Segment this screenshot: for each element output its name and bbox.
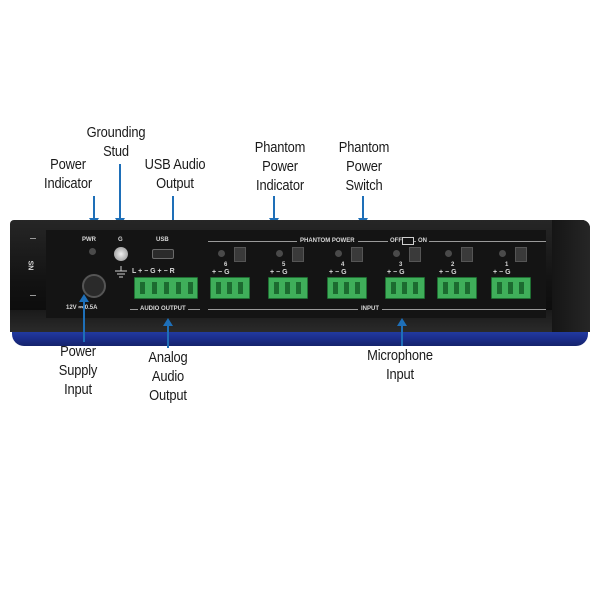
callout-phantom-power-switch: Phantom Power Switch xyxy=(338,139,390,194)
usb-port-icon[interactable] xyxy=(152,249,174,259)
callout-usb-audio-output: USB Audio Output xyxy=(144,156,206,192)
microphone-input-connector[interactable] xyxy=(327,277,367,299)
channel-number: 5 xyxy=(282,262,286,268)
grounding-stud xyxy=(114,247,128,261)
leader-phantom-power-switch xyxy=(362,196,364,220)
phantom-power-switch[interactable] xyxy=(461,247,473,262)
channel-number: 2 xyxy=(451,262,455,268)
leader-power-supply-input xyxy=(83,300,85,342)
callout-power-supply-input: Power Supply Input xyxy=(58,343,98,398)
sn-label: SN xyxy=(26,260,34,271)
phantom-power-led xyxy=(445,250,452,257)
phantom-power-led xyxy=(276,250,283,257)
phantom-toggle-indicator xyxy=(402,237,414,245)
phantom-power-switch[interactable] xyxy=(409,247,421,262)
microphone-input-connector[interactable] xyxy=(437,277,477,299)
microphone-input-connector[interactable] xyxy=(268,277,308,299)
phantom-power-switch[interactable] xyxy=(515,247,527,262)
microphone-input-connector[interactable] xyxy=(491,277,531,299)
microphone-input-connector[interactable] xyxy=(210,277,250,299)
audio-output-pin-labels: L + − G + − R xyxy=(132,268,175,275)
phantom-power-switch[interactable] xyxy=(292,247,304,262)
phantom-power-label: PHANTOM POWER xyxy=(297,238,358,245)
leader-phantom-power-indicator xyxy=(273,196,275,220)
leader-microphone-input xyxy=(401,324,403,346)
callout-analog-audio-output: Analog Audio Output xyxy=(148,349,188,404)
arrow-icon xyxy=(163,318,173,326)
channel-pin-labels: + − G xyxy=(493,269,511,276)
power-led xyxy=(89,248,96,255)
channel-number: 6 xyxy=(224,262,228,268)
phantom-power-switch[interactable] xyxy=(234,247,246,262)
phantom-power-led xyxy=(335,250,342,257)
phantom-power-led xyxy=(499,250,506,257)
power-rating-label: 12V ⎓ 0.5A xyxy=(66,305,98,311)
callout-grounding-stud: Grounding Stud xyxy=(86,124,146,160)
channel-number: 1 xyxy=(505,262,509,268)
audio-output-label: AUDIO OUTPUT xyxy=(138,306,188,313)
phantom-power-led xyxy=(218,250,225,257)
leader-analog-audio-output xyxy=(167,324,169,348)
left-tick xyxy=(30,295,36,296)
phantom-power-rule xyxy=(208,241,546,242)
channel-pin-labels: + − G xyxy=(439,269,457,276)
callout-phantom-power-indicator: Phantom Power Indicator xyxy=(254,139,306,194)
input-label: INPUT xyxy=(358,306,382,313)
callout-power-indicator: Power Indicator xyxy=(44,156,92,192)
arrow-icon xyxy=(397,318,407,326)
arrow-icon xyxy=(79,294,89,302)
phantom-power-switch[interactable] xyxy=(351,247,363,262)
channel-pin-labels: + − G xyxy=(387,269,405,276)
phantom-power-led xyxy=(393,250,400,257)
ground-symbol-icon xyxy=(115,266,127,278)
analog-audio-output-connector[interactable] xyxy=(134,277,198,299)
leader-grounding-stud xyxy=(119,164,121,220)
microphone-input-connector[interactable] xyxy=(385,277,425,299)
channel-pin-labels: + − G xyxy=(270,269,288,276)
power-supply-jack[interactable] xyxy=(82,274,106,298)
leader-usb-audio-output xyxy=(172,196,174,222)
callout-microphone-input: Microphone Input xyxy=(367,347,433,383)
usb-label: USB xyxy=(156,237,169,243)
channel-number: 3 xyxy=(399,262,403,268)
device-right-cap xyxy=(552,220,590,332)
rear-panel xyxy=(46,230,546,318)
channel-number: 4 xyxy=(341,262,345,268)
pwr-label: PWR xyxy=(82,237,96,243)
left-tick xyxy=(30,238,36,239)
phantom-on-label: ON xyxy=(416,238,429,245)
leader-power-indicator xyxy=(93,196,95,220)
phantom-off-label: OFF xyxy=(388,238,404,245)
channel-pin-labels: + − G xyxy=(329,269,347,276)
ground-label: G xyxy=(118,237,123,243)
channel-pin-labels: + − G xyxy=(212,269,230,276)
